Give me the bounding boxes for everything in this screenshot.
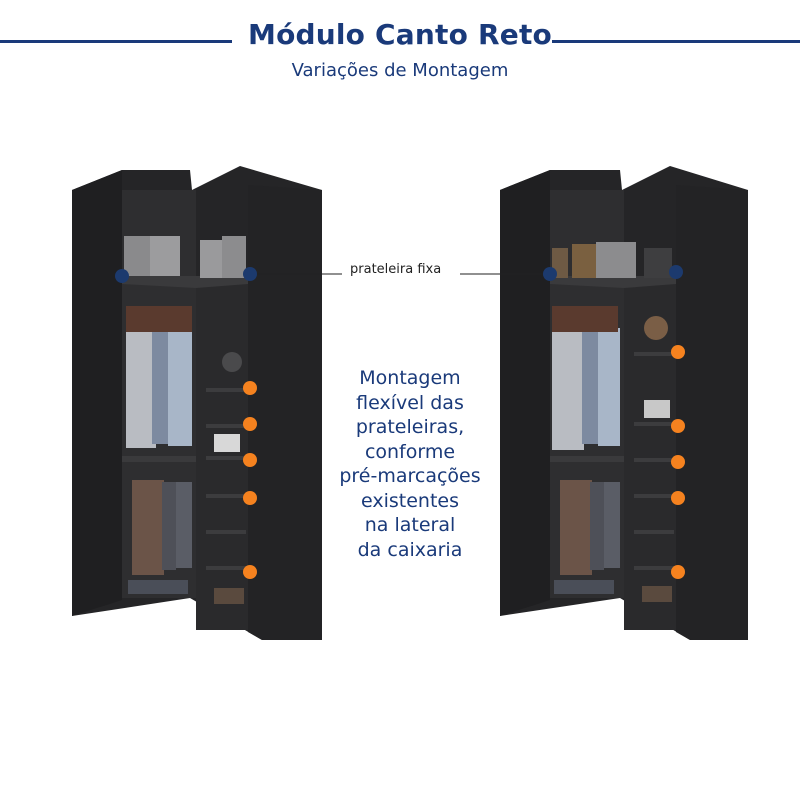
adjustable-shelf-marker [243,453,257,467]
wardrobe-left [72,166,322,640]
adjustable-shelf-marker [243,417,257,431]
adjustable-shelf-marker [671,455,685,469]
fixed-shelf-marker [669,265,683,279]
adjustable-shelf-marker [243,565,257,579]
wardrobe-right [500,166,748,640]
adjustable-shelf-marker [671,419,685,433]
title-rule-right [552,40,800,43]
fixed-shelf-callout: prateleira fixa [350,262,442,277]
page-title: Módulo Canto Reto [248,18,552,51]
mounting-description: Montagem flexível das prateleiras, confo… [339,367,481,561]
adjustable-shelf-marker [671,345,685,359]
fixed-shelf-marker [243,267,257,281]
title-rule-left [0,40,232,43]
adjustable-shelf-marker [243,491,257,505]
fixed-shelf-marker [115,269,129,283]
fixed-shelf-marker [543,267,557,281]
adjustable-shelf-marker [671,565,685,579]
adjustable-shelf-marker [671,491,685,505]
adjustable-shelf-marker [243,381,257,395]
page-subtitle: Variações de Montagem [291,60,509,81]
